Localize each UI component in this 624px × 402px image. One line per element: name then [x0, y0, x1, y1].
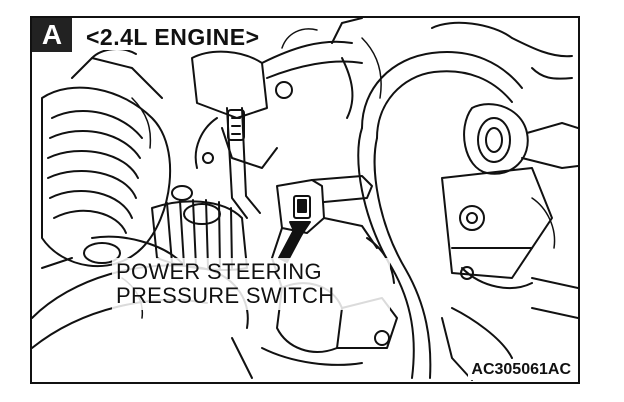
part-label-line2: PRESSURE SWITCH	[116, 283, 335, 308]
figure-code: AC305061AC	[468, 360, 574, 380]
engine-label: <2.4L ENGINE>	[82, 24, 264, 50]
left-housing	[41, 48, 172, 268]
top-center-parts	[171, 18, 363, 201]
part-label-line1: POWER STEERING	[116, 259, 322, 284]
figure-badge: A	[32, 18, 72, 52]
pressure-line	[226, 107, 261, 219]
right-lower-block	[441, 167, 578, 319]
engine-illustration	[32, 18, 578, 381]
large-curved-hose	[357, 51, 523, 379]
right-fitting	[431, 21, 578, 175]
diagram-frame: A <2.4L ENGINE> POWER STEERING PRESSURE …	[30, 16, 580, 384]
part-callout: POWER STEERING PRESSURE SWITCH	[112, 258, 390, 310]
